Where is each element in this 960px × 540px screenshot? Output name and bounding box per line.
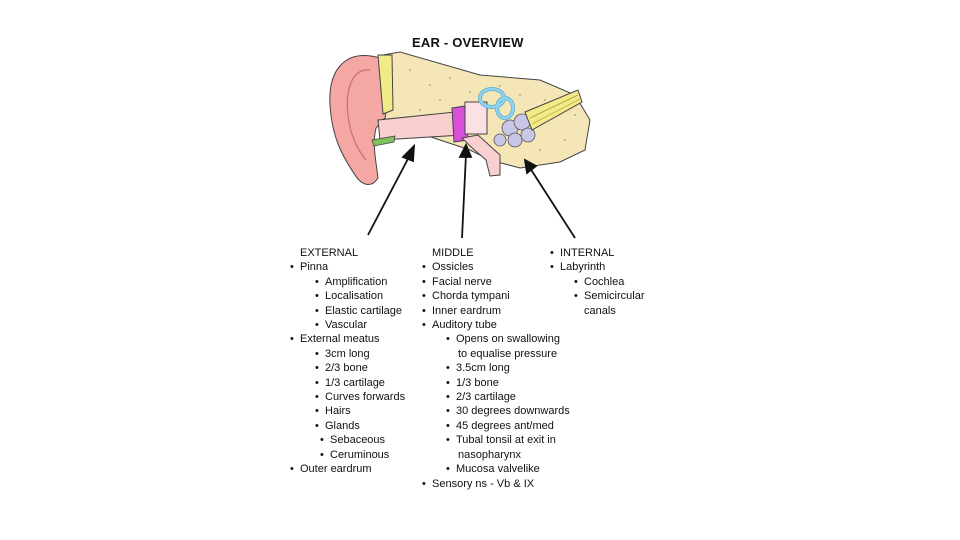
list-item: 3.5cm long bbox=[456, 361, 570, 375]
list-item: Mucosa valvelike bbox=[456, 462, 570, 476]
list-item: 45 degrees ant/med bbox=[456, 419, 570, 433]
list-item: 3cm long bbox=[325, 347, 405, 361]
list-item: Sebaceous bbox=[330, 433, 405, 447]
list-item: Opens on swallowing bbox=[456, 332, 570, 346]
external-heading: EXTERNAL bbox=[300, 246, 405, 260]
list-item: Inner eardrum bbox=[432, 304, 570, 318]
list-item-continuation: canals bbox=[584, 304, 645, 318]
internal-column: INTERNAL Labyrinth Cochlea Semicircular … bbox=[560, 246, 645, 318]
list-item: Hairs bbox=[325, 404, 405, 418]
list-item: Glands bbox=[325, 419, 405, 433]
list-item: Sensory ns - Vb & IX bbox=[432, 477, 570, 491]
list-item: Localisation bbox=[325, 289, 405, 303]
list-item: Elastic cartilage bbox=[325, 304, 405, 318]
list-item: External meatus bbox=[300, 332, 405, 346]
list-item: Outer eardrum bbox=[300, 462, 405, 476]
list-item: Vascular bbox=[325, 318, 405, 332]
list-item: Tubal tonsil at exit in bbox=[456, 433, 570, 447]
list-item-continuation: to equalise pressure bbox=[458, 347, 570, 361]
list-item: Labyrinth bbox=[560, 260, 645, 274]
list-item: Semicircular bbox=[584, 289, 645, 303]
list-item: Pinna bbox=[300, 260, 405, 274]
list-item: 1/3 bone bbox=[456, 376, 570, 390]
list-item: Cochlea bbox=[584, 275, 645, 289]
list-item: 30 degrees downwards bbox=[456, 404, 570, 418]
list-item: Ceruminous bbox=[330, 448, 405, 462]
list-item: Facial nerve bbox=[432, 275, 570, 289]
list-item-continuation: nasopharynx bbox=[458, 448, 570, 462]
external-column: EXTERNAL Pinna Amplification Localisatio… bbox=[300, 246, 405, 477]
list-item: 1/3 cartilage bbox=[325, 376, 405, 390]
list-item: 2/3 bone bbox=[325, 361, 405, 375]
list-item: Auditory tube bbox=[432, 318, 570, 332]
list-item: 2/3 cartilage bbox=[456, 390, 570, 404]
middle-column: MIDDLE Ossicles Facial nerve Chorda tymp… bbox=[432, 246, 570, 491]
list-item: Amplification bbox=[325, 275, 405, 289]
list-item: Curves forwards bbox=[325, 390, 405, 404]
internal-heading: INTERNAL bbox=[560, 246, 645, 260]
list-item: Chorda tympani bbox=[432, 289, 570, 303]
